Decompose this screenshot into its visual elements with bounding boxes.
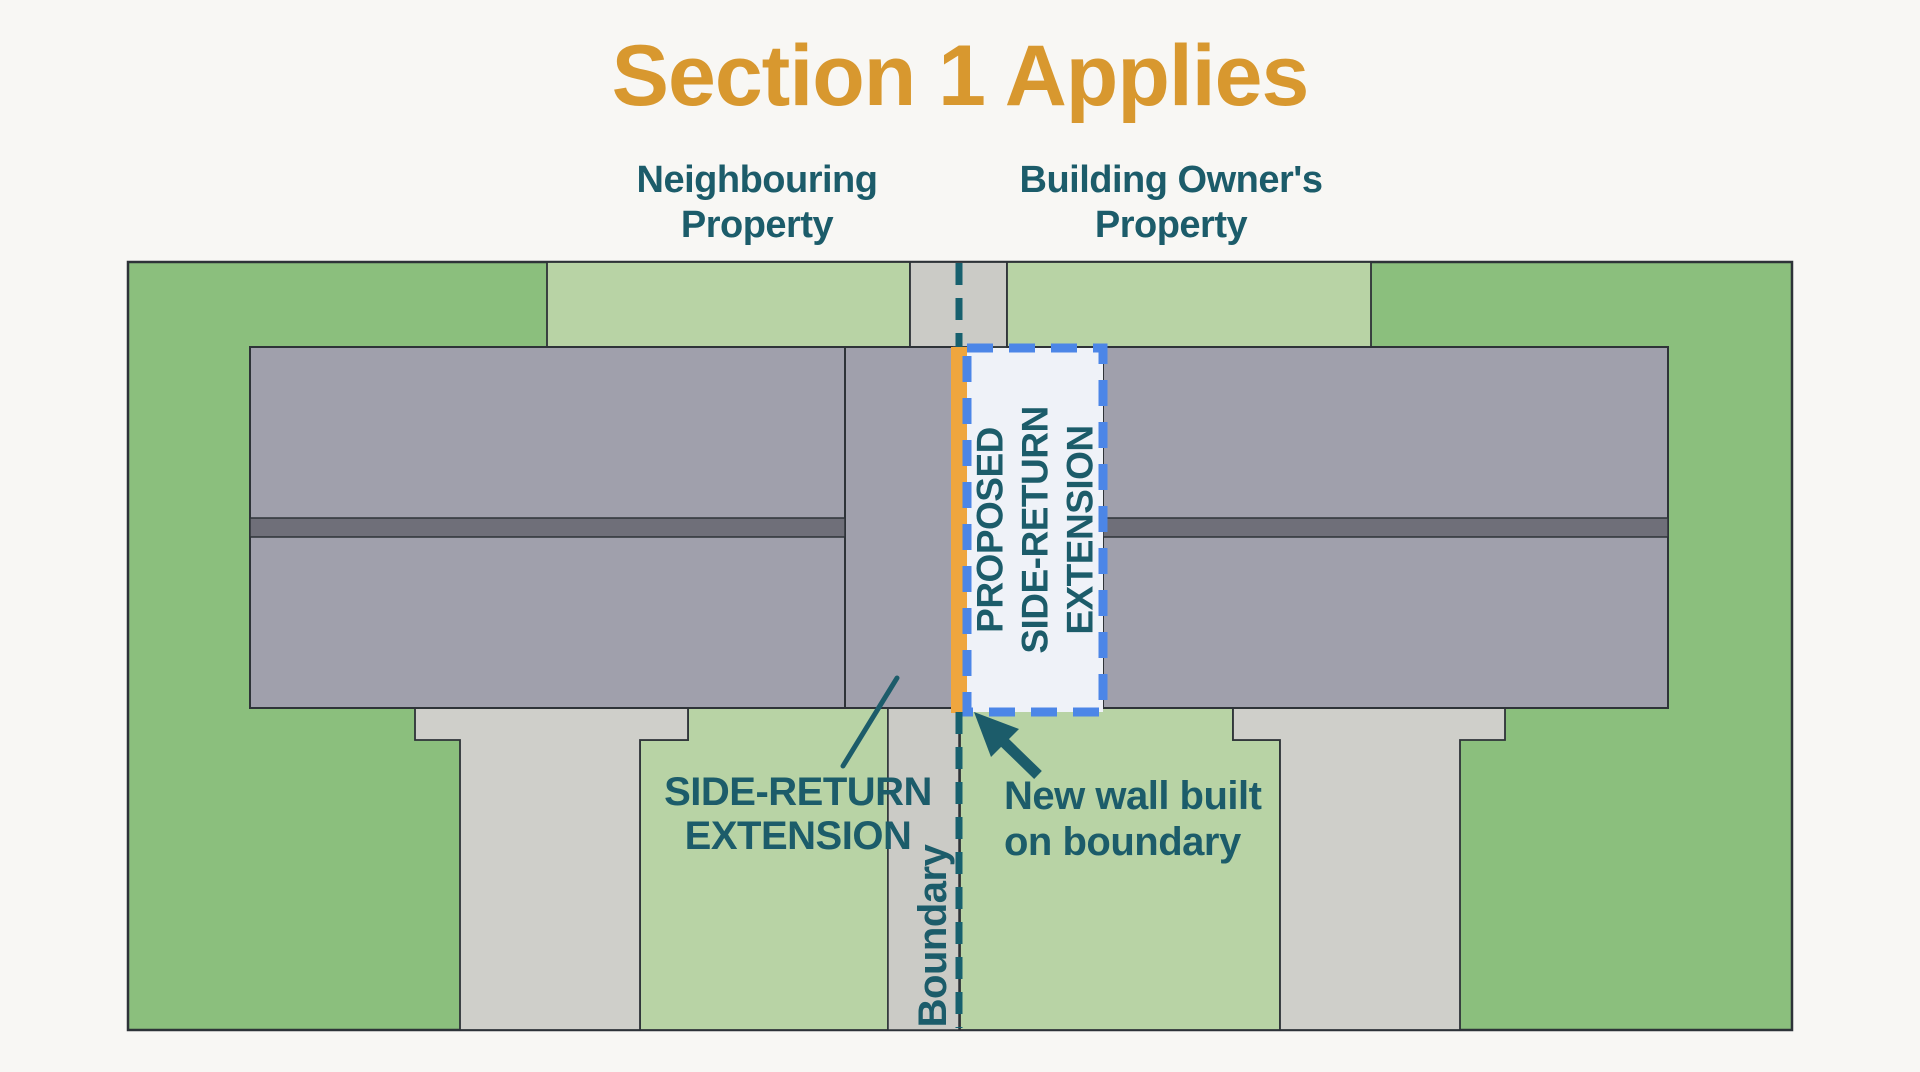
page-title: Section 1 Applies	[611, 28, 1310, 124]
building-owners-property-line2: Property	[1094, 204, 1248, 246]
new-wall-label-line1: New wall built	[1004, 774, 1262, 818]
new-wall-label-line2: on boundary	[1004, 820, 1242, 864]
boundary-label: Boundary	[911, 843, 955, 1027]
neighbouring-property-line2: Property	[680, 204, 834, 246]
neighbouring-house-wall-band	[249, 517, 846, 538]
new-wall-arrow-shaft	[999, 737, 1042, 779]
proposed-extension-line1: PROPOSED	[970, 427, 1011, 633]
proposed-extension-line3: EXTENSION	[1060, 425, 1101, 634]
proposed-extension-box	[962, 343, 1108, 717]
front-garden-right	[1006, 261, 1372, 348]
rear-path-left-of-boundary	[887, 707, 960, 1031]
boundary-label-group: Boundary	[911, 843, 955, 1027]
new-wall-arrow-head	[974, 712, 1019, 757]
building-owners-house-wall-band	[1102, 517, 1669, 538]
side-return-label-line2: EXTENSION	[685, 814, 912, 858]
side-return-label-line1: SIDE-RETURN	[664, 770, 932, 814]
building-owners-property-line1: Building Owner's	[1019, 159, 1323, 201]
rear-garden-right	[959, 707, 1281, 1031]
building-owners-property-label: Building Owner's Property	[941, 158, 1401, 248]
front-garden-left	[546, 261, 911, 348]
patio-right	[1232, 707, 1506, 1031]
proposed-extension-line2: SIDE-RETURN	[1015, 406, 1056, 653]
side-return-pointer-line	[840, 675, 900, 769]
neighbouring-property-line1: Neighbouring	[636, 159, 878, 201]
neighbouring-property-label: Neighbouring Property	[527, 158, 987, 248]
proposed-extension-label: PROPOSED SIDE-RETURN EXTENSION	[970, 406, 1101, 653]
patio-left	[414, 707, 689, 1031]
